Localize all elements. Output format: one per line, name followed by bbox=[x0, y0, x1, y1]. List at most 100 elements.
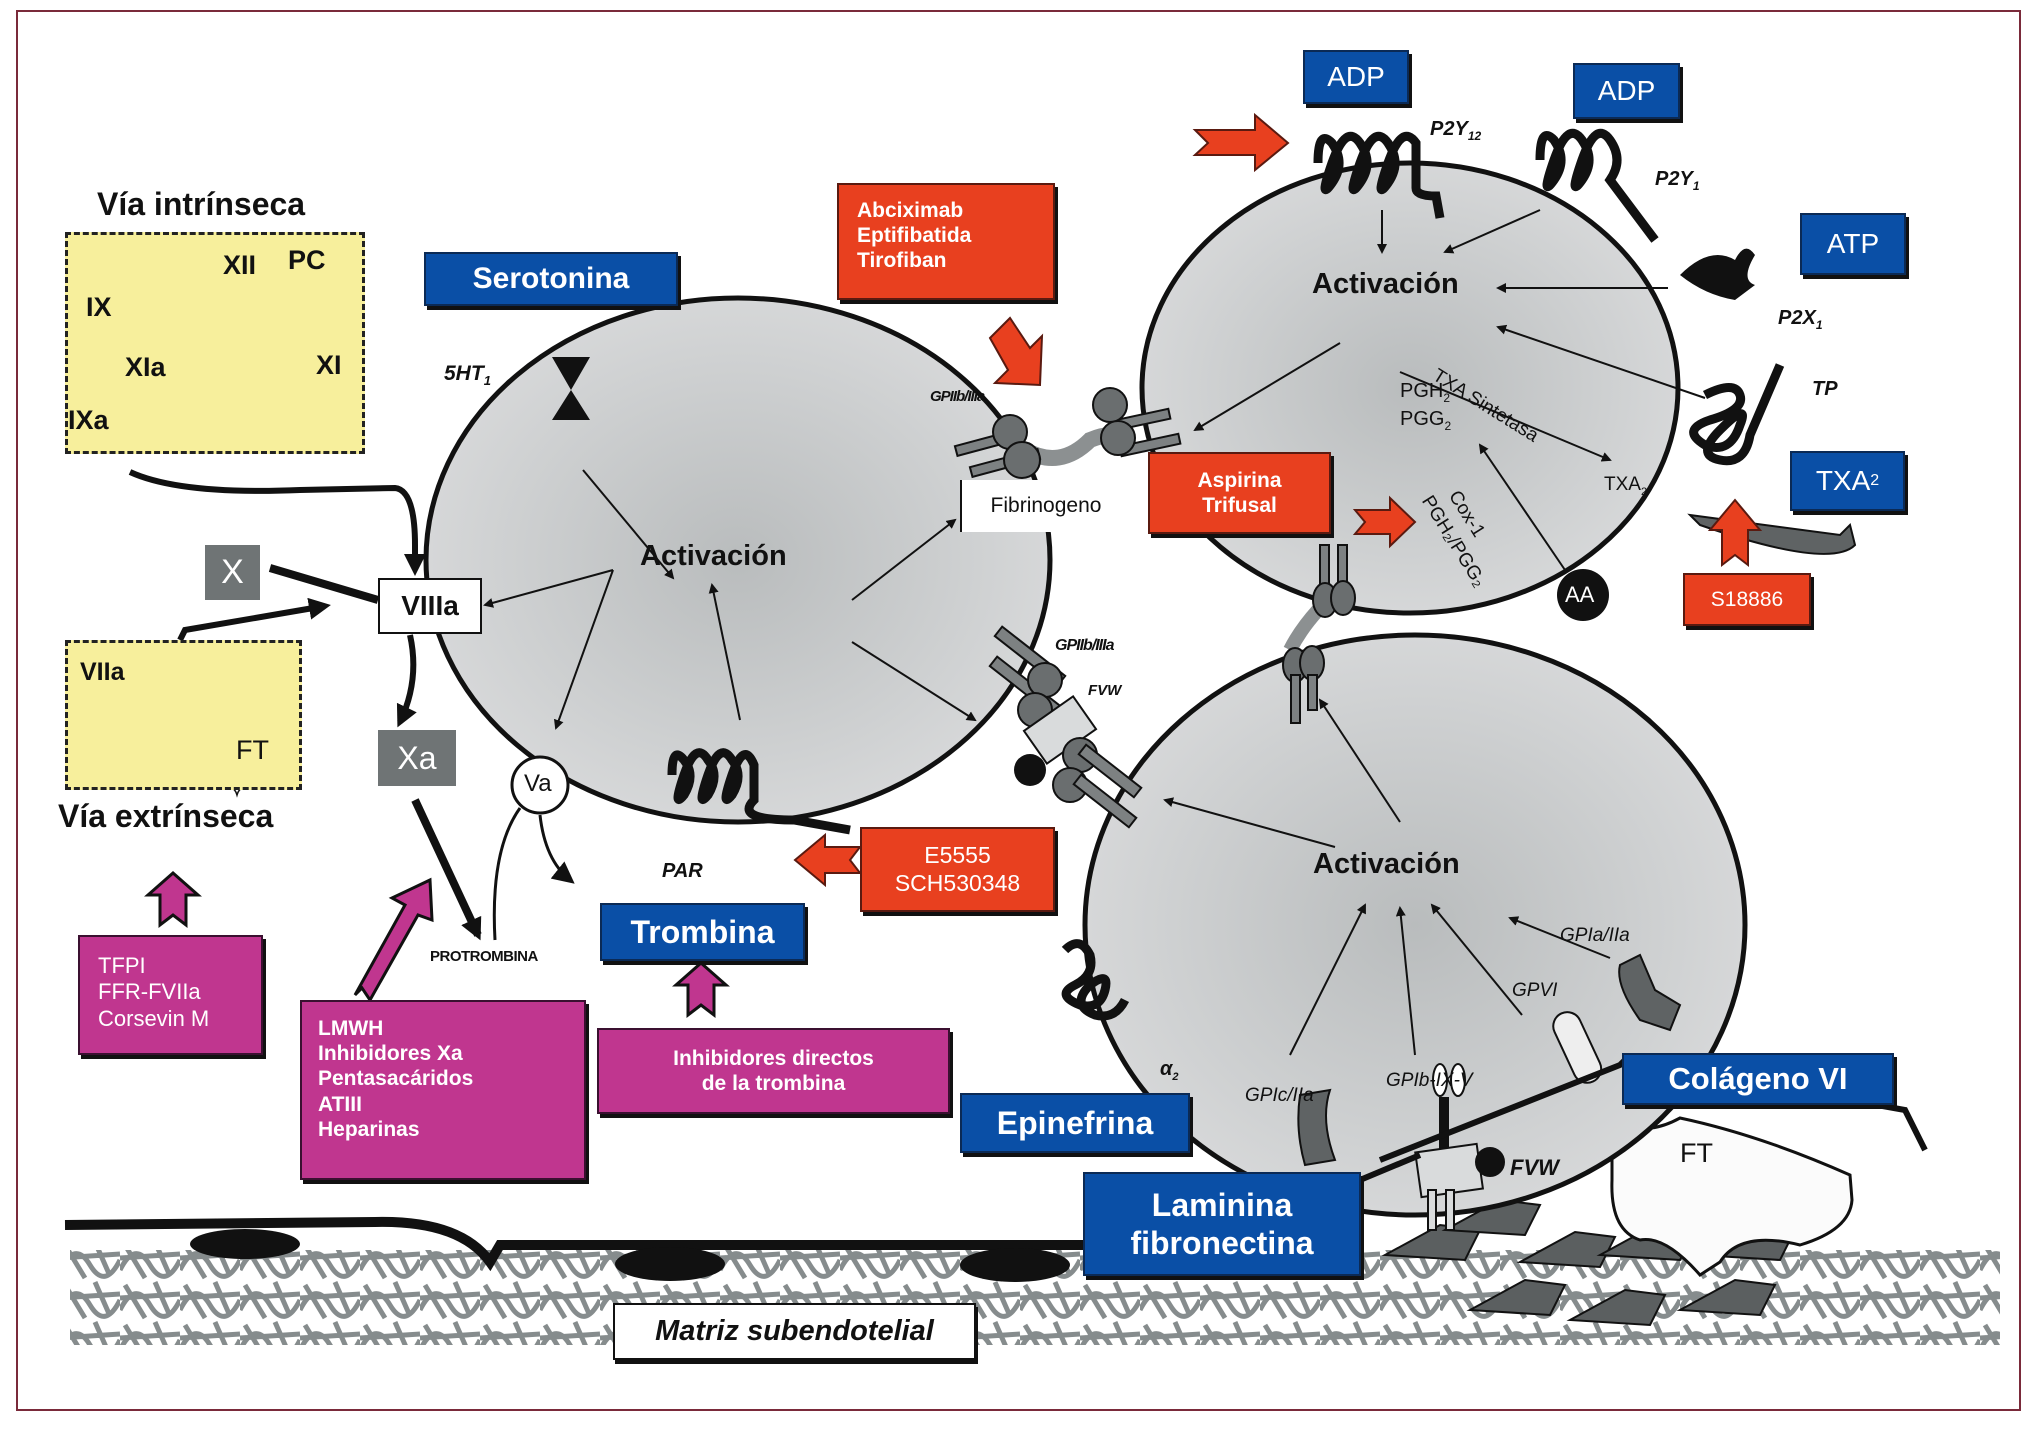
endothelial-nucleus bbox=[190, 1229, 300, 1259]
intrinsic-pathway-box bbox=[65, 232, 365, 454]
endothelial-nucleus bbox=[615, 1247, 725, 1281]
par-antagonists-box: E5555 SCH530348 bbox=[860, 827, 1055, 912]
p2y12-label: P2Y12 bbox=[1430, 118, 1481, 143]
factor-ixa: IXa bbox=[68, 405, 109, 435]
subendothelial-matrix-label: Matriz subendotelial bbox=[613, 1303, 976, 1360]
factor-va: Va bbox=[524, 770, 552, 797]
factor-xa-box: Xa bbox=[378, 730, 456, 786]
p2x1-label-sub: 1 bbox=[1815, 318, 1823, 332]
thrombin-inhibitors-box: Inhibidores directos de la trombina bbox=[597, 1028, 950, 1114]
drug-atiii: ATIII bbox=[318, 1092, 362, 1116]
par-label: PAR bbox=[662, 860, 703, 882]
va-to-thrombin-arrow bbox=[538, 814, 575, 884]
aa-circle bbox=[1557, 569, 1609, 621]
figure-frame bbox=[16, 10, 2021, 1411]
alpha2-label: α2 bbox=[1160, 1058, 1179, 1083]
pgg2-label: PGG2 bbox=[1400, 408, 1451, 433]
factor-ft-extrinsic: FT bbox=[236, 735, 269, 765]
5ht1-label-sub: 1 bbox=[483, 373, 491, 389]
5ht1-receptor-icon bbox=[552, 357, 590, 420]
activation-label-top-right: Activación bbox=[1312, 268, 1459, 300]
platelet-left bbox=[423, 295, 1053, 825]
drug-pentasacaridos: Pentasacáridos bbox=[318, 1067, 474, 1091]
epinephrine-box: Epinefrina bbox=[960, 1093, 1190, 1153]
platelet-left-arrows bbox=[483, 469, 977, 730]
xa-inhibitors-box: LMWH Inhibidores Xa Pentasacáridos ATIII… bbox=[300, 1000, 586, 1180]
par-receptor-icon bbox=[667, 748, 851, 835]
thrombin-inhibitor-arrow-icon bbox=[672, 961, 730, 1019]
factor-xii: XII bbox=[223, 250, 257, 280]
factor-ix: IX bbox=[86, 292, 112, 322]
xa-inhibitor-arrow-icon bbox=[353, 877, 434, 1003]
tp-label: TP bbox=[1812, 378, 1838, 400]
alpha2-label-sub: 2 bbox=[1172, 1071, 1179, 1083]
tp-antagonist-arrow-icon bbox=[1707, 498, 1763, 568]
laminin-label: Laminina bbox=[1151, 1186, 1293, 1223]
p2y12-label-text: P2Y bbox=[1430, 118, 1468, 140]
txa2-release-shape bbox=[1687, 513, 1857, 555]
platelet-top-right-arrows bbox=[1193, 209, 1706, 571]
p2x1-label: P2X1 bbox=[1778, 307, 1823, 332]
activation-label-bottom: Activación bbox=[1313, 848, 1460, 880]
p2x1-label-text: P2X bbox=[1778, 307, 1816, 329]
intrinsic-pathway-title: Vía intrínseca bbox=[97, 186, 306, 222]
drug-inhibidores-xa: Inhibidores Xa bbox=[318, 1042, 463, 1066]
extrinsic-to-viiia-arrow bbox=[177, 597, 331, 642]
p2y1-label: P2Y1 bbox=[1655, 168, 1700, 193]
fvw-mid-label: FVW bbox=[1088, 682, 1122, 699]
gpiib-iiia-top-label: GPIIb/IIIa bbox=[930, 388, 985, 405]
collagen-box: Colágeno VI bbox=[1622, 1053, 1894, 1105]
laminin-fibronectin-box: Laminina fibronectina bbox=[1083, 1172, 1361, 1276]
fibronectin-label: fibronectina bbox=[1130, 1225, 1314, 1261]
factor-x-box: X bbox=[205, 545, 260, 600]
gpia-iia-receptor-icon bbox=[1618, 953, 1682, 1032]
drug-eptifibatida: Eptifibatida bbox=[857, 224, 972, 248]
fvw-bottom-label: FVW bbox=[1510, 1155, 1559, 1180]
aa-label: AA bbox=[1565, 582, 1595, 607]
drug-heparinas: Heparinas bbox=[318, 1117, 420, 1141]
viiia-to-xa-arrow bbox=[396, 634, 417, 728]
factor-viia: VIIa bbox=[80, 658, 125, 686]
txa2-box-label: TXA bbox=[1815, 465, 1871, 497]
prothrombin-label: PROTROMBINA bbox=[430, 948, 538, 965]
txa2-box-subscript: 2 bbox=[1870, 472, 1880, 490]
cox-inhibitor-arrow-icon bbox=[1352, 495, 1417, 549]
platelet-bridge-vertical bbox=[1282, 544, 1356, 724]
gp-inhibitor-arrow-icon bbox=[988, 316, 1044, 387]
subendothelial-cells bbox=[1381, 1198, 1797, 1327]
extrinsic-inhibitor-arrow-icon bbox=[144, 871, 202, 929]
tp-antagonist-box: S18886 bbox=[1683, 573, 1811, 626]
drug-inhibidores-directos: Inhibidores directos bbox=[673, 1046, 874, 1070]
endothelial-nucleus bbox=[960, 1248, 1070, 1282]
p2y12-receptor-icon bbox=[1313, 131, 1445, 219]
extrinsic-pathway-box bbox=[65, 640, 302, 790]
gpib-ix-v-label: GPIb-IX-V bbox=[1386, 1070, 1473, 1091]
factor-pc: PC bbox=[288, 245, 326, 275]
gpvi-receptor-icon bbox=[1552, 1011, 1603, 1084]
txa2-inner-label-text: TXA bbox=[1604, 474, 1641, 495]
alpha2-receptor-icon bbox=[1061, 939, 1130, 1021]
endothelium-line bbox=[64, 1216, 1085, 1272]
fibrinogen-box: Fibrinogeno bbox=[960, 480, 1130, 532]
ft-tissue-factor-label: FT bbox=[1680, 1138, 1713, 1168]
extrinsic-inhibitors-box: TFPI FFR-FVIIa Corsevin M bbox=[78, 935, 263, 1055]
tissue-factor-shape bbox=[1610, 1111, 1854, 1277]
gpic-iia-label: GPIc/IIa bbox=[1245, 1085, 1314, 1106]
txa2-inner-label-sub: 2 bbox=[1640, 485, 1648, 498]
platelet-bottom-arrows bbox=[1163, 698, 1611, 1056]
p2y12-label-sub: 12 bbox=[1467, 129, 1482, 143]
p2y1-receptor-icon bbox=[1535, 128, 1659, 243]
va-stem bbox=[492, 807, 522, 941]
p2y12-inhibitor-arrow-icon bbox=[1192, 112, 1290, 173]
par-antagonist-arrow-icon bbox=[793, 832, 863, 888]
gpic-iia-receptor-icon bbox=[1297, 1088, 1337, 1167]
drug-aspirina: Aspirina bbox=[1197, 468, 1282, 492]
thrombin-box: Trombina bbox=[600, 903, 805, 961]
gpiib-iiia-mid-label: GPIIb/IIIa bbox=[1055, 637, 1114, 654]
pgg2-label-sub: 2 bbox=[1444, 419, 1452, 433]
drug-trifusal: Trifusal bbox=[1202, 494, 1277, 517]
p2y1-label-text: P2Y bbox=[1655, 168, 1693, 190]
adp-box-1: ADP bbox=[1303, 50, 1409, 104]
xa-to-prothrombin-arrow bbox=[411, 798, 482, 941]
